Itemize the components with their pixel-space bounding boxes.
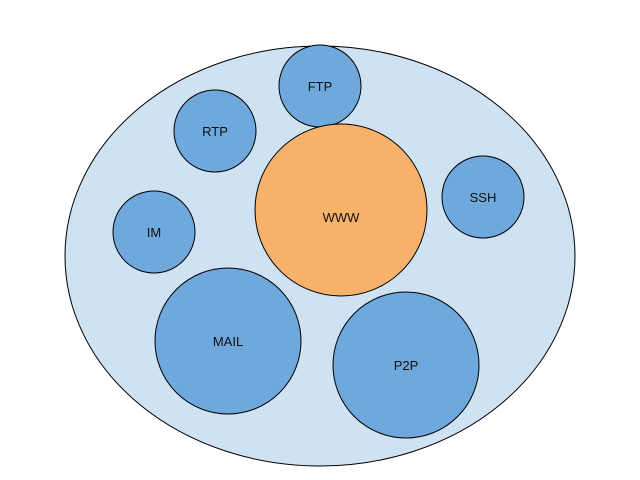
node-ssh-circle — [441, 155, 525, 239]
node-mail-circle — [154, 267, 302, 415]
node-www: WWW — [254, 123, 428, 297]
node-rtp-label: RTP — [202, 124, 228, 139]
node-www-label: WWW — [323, 210, 361, 225]
node-ftp: FTP — [278, 44, 362, 128]
node-p2p-circle — [332, 291, 480, 439]
node-p2p-label: P2P — [394, 358, 419, 373]
node-im-circle — [112, 190, 196, 274]
node-mail-label: MAIL — [213, 334, 243, 349]
node-im: IM — [112, 190, 196, 274]
node-www-circle — [254, 123, 428, 297]
node-rtp-circle — [173, 89, 257, 173]
node-ssh: SSH — [441, 155, 525, 239]
node-ftp-label: FTP — [308, 79, 333, 94]
node-mail: MAIL — [154, 267, 302, 415]
node-rtp: RTP — [173, 89, 257, 173]
node-im-label: IM — [147, 225, 161, 240]
node-ssh-label: SSH — [470, 190, 497, 205]
node-p2p: P2P — [332, 291, 480, 439]
